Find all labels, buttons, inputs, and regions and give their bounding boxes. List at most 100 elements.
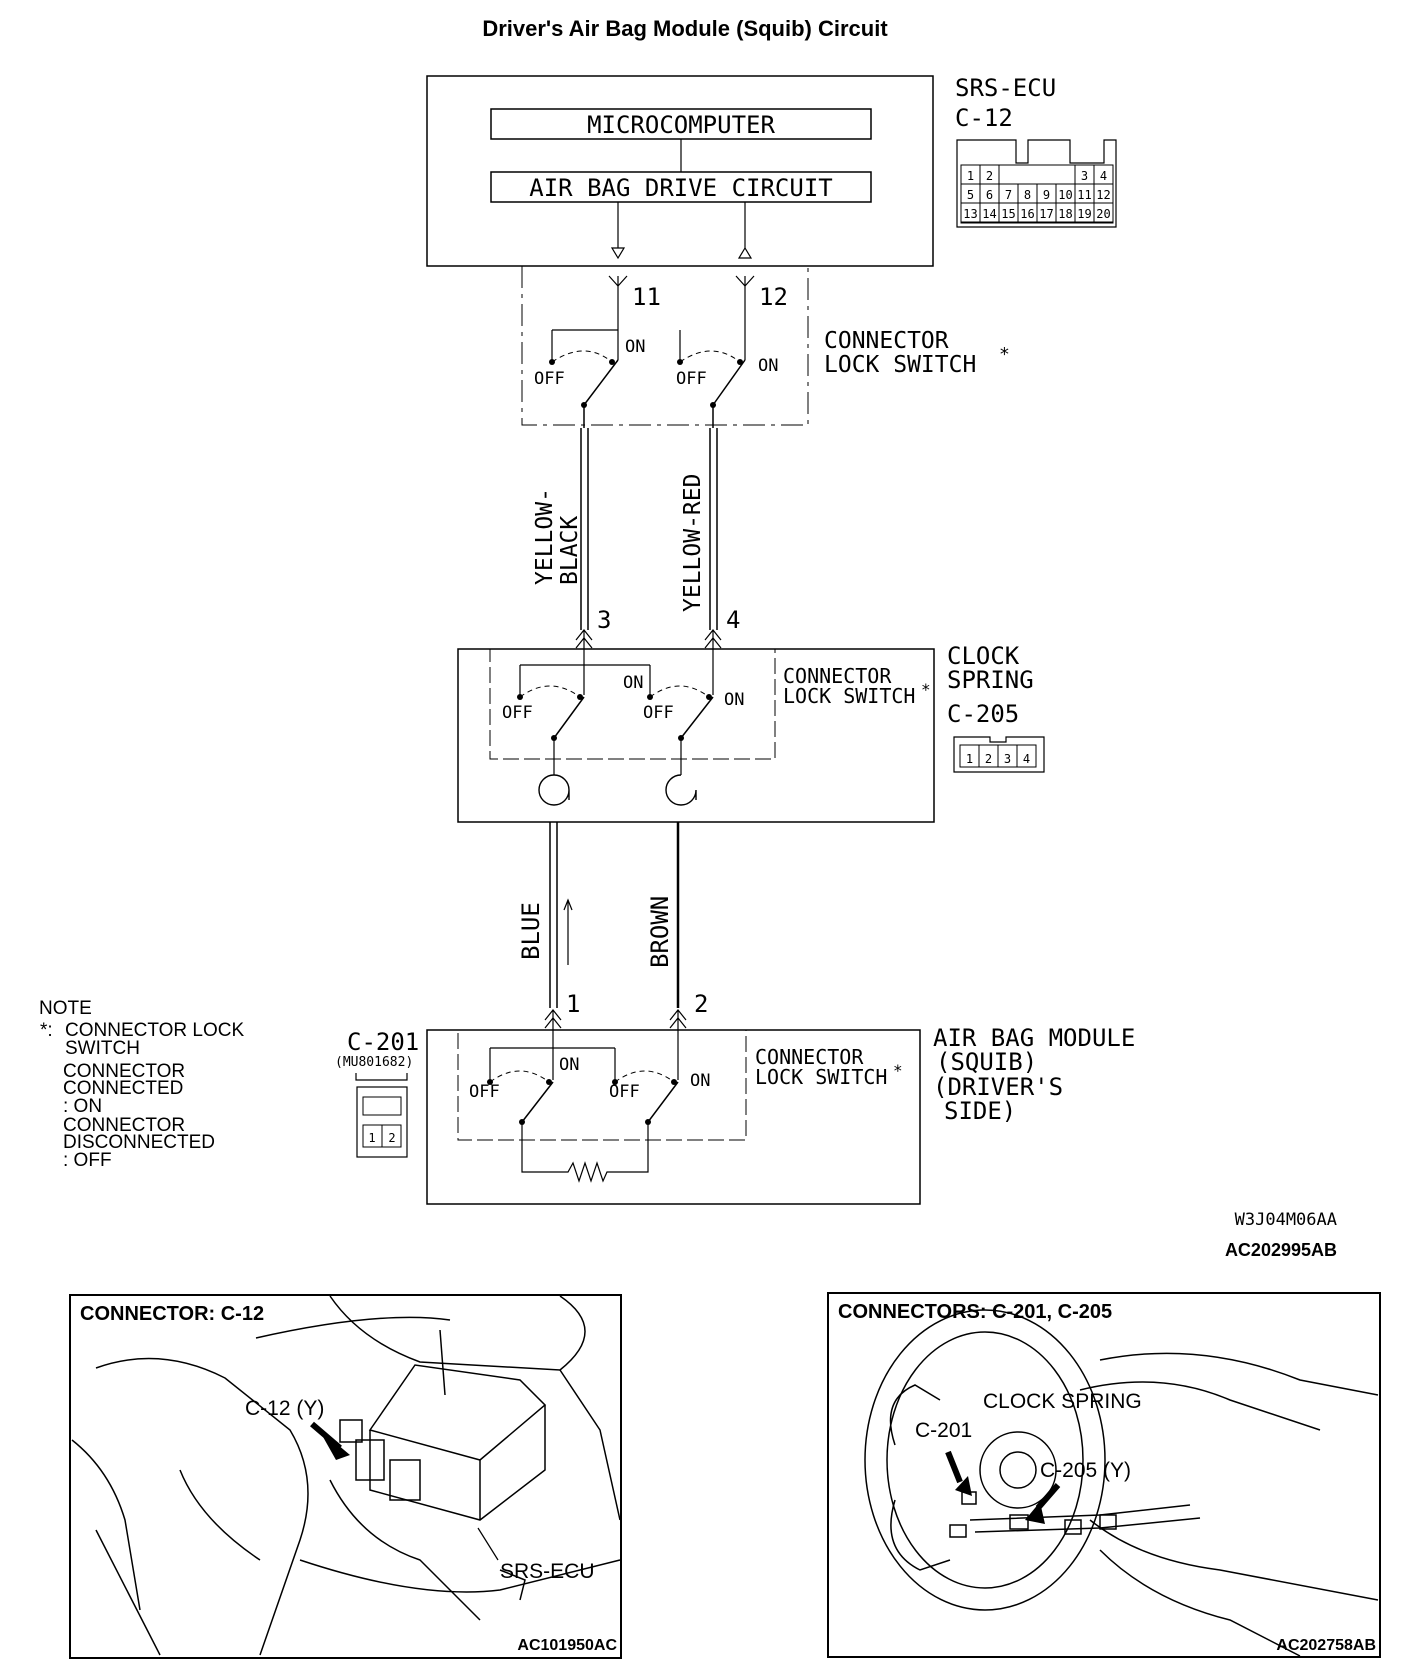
c201-part-number: (MU801682)	[335, 1055, 413, 1070]
panel-right-clock-label: CLOCK SPRING	[983, 1390, 1142, 1413]
c12-pin-10: 10	[1058, 188, 1072, 202]
ecu-lock-asterisk: *	[999, 344, 1010, 365]
note-line-2: SWITCH	[65, 1038, 140, 1059]
module-lock-label-2: LOCK SWITCH	[755, 1065, 887, 1089]
note-heading: NOTE	[39, 998, 92, 1019]
module-name-4: SIDE)	[944, 1097, 1016, 1125]
module-lock-label-1: CONNECTOR	[755, 1045, 864, 1069]
c205-pin-1: 1	[966, 752, 973, 766]
c12-pin-16: 16	[1020, 207, 1034, 221]
wire-yellow-red: YELLOW-RED	[680, 474, 706, 612]
note-line-1: CONNECTOR LOCK	[65, 1020, 244, 1041]
switch6-off: OFF	[609, 1082, 640, 1102]
clock-spring-dots	[517, 694, 712, 741]
c12-pin-11: 11	[1077, 188, 1091, 202]
clock-pin-3: 3	[597, 606, 611, 634]
c12-pin-1: 1	[967, 169, 974, 183]
ecu-lock-label-1: CONNECTOR	[824, 328, 949, 354]
panel-right-code: AC202758AB	[1276, 1637, 1376, 1654]
wires-lower	[549, 822, 680, 1008]
c12-pin-4: 4	[1100, 169, 1107, 183]
note-line-6: CONNECTOR	[63, 1115, 185, 1136]
c205-pin-4: 4	[1023, 752, 1030, 766]
clock-spring	[457, 629, 935, 823]
note-line-8: : OFF	[63, 1150, 112, 1171]
c12-pin-12: 12	[1096, 188, 1110, 202]
microcomputer-label: MICROCOMPUTER	[587, 111, 775, 139]
c12-pin-17: 17	[1039, 207, 1053, 221]
panel-right-c201-label: C-201	[915, 1419, 972, 1442]
air-bag-module	[426, 1009, 921, 1205]
diagram-code: W3J04M06AA	[1235, 1210, 1337, 1230]
c205-pin-2: 2	[985, 752, 992, 766]
wire-yellow-black-2: BLACK	[557, 516, 583, 585]
clock-pin-4: 4	[726, 606, 740, 634]
module-name-1: AIR BAG MODULE	[933, 1024, 1135, 1052]
clock-spring-name-1: CLOCK	[947, 642, 1020, 670]
module-pin-2: 2	[694, 990, 708, 1018]
note-line-3: CONNECTOR	[63, 1061, 185, 1082]
module-name-2: (SQUIB)	[936, 1048, 1037, 1076]
ecu-lock-switch	[521, 266, 809, 426]
c12-pin-20: 20	[1096, 207, 1110, 221]
connectors-c201-c205-panel	[827, 1292, 1381, 1658]
ecu-pin-12: 12	[759, 283, 788, 311]
module-pin-1: 1	[566, 990, 580, 1018]
clock-spring-connector-id: C-205	[947, 700, 1019, 728]
c12-pin-9: 9	[1043, 188, 1050, 202]
note-line-7: DISCONNECTED	[63, 1132, 215, 1153]
c12-pin-7: 7	[1005, 188, 1012, 202]
module-lock-asterisk: *	[893, 1061, 903, 1080]
switch4-on: ON	[724, 690, 744, 710]
c205-pin-3: 3	[1004, 752, 1011, 766]
c12-pin-20-cell	[1093, 202, 1114, 223]
ecu-lock-switch-dots	[549, 359, 743, 408]
switch3-off: OFF	[502, 703, 533, 723]
wire-yellow-black-1: YELLOW-	[532, 488, 558, 585]
note-line-4: CONNECTED	[63, 1078, 183, 1099]
c12-pin-8: 8	[1024, 188, 1031, 202]
switch5-off: OFF	[469, 1082, 500, 1102]
clock-lock-asterisk: *	[921, 680, 931, 699]
switch2-on: ON	[758, 356, 778, 376]
panel-right-title: CONNECTORS: C-201, C-205	[838, 1301, 1112, 1323]
c201-pinout	[355, 1073, 408, 1158]
panel-left-title: CONNECTOR: C-12	[80, 1303, 264, 1325]
c205-pin-4-cell	[1016, 744, 1037, 768]
note-line-5: : ON	[63, 1096, 102, 1117]
switch1-on: ON	[625, 337, 645, 357]
ecu-connector-id: C-12	[955, 104, 1013, 132]
panel-right-c205-label: C-205 (Y)	[1040, 1459, 1131, 1482]
wire-brown: BROWN	[646, 896, 674, 968]
c12-pin-2: 2	[986, 169, 993, 183]
note-mark: *:	[40, 1020, 53, 1041]
c12-pin-18: 18	[1058, 207, 1072, 221]
figure-code: AC202995AB	[1225, 1240, 1337, 1260]
c12-pin-6: 6	[986, 188, 993, 202]
clock-spring-name-2: SPRING	[947, 666, 1034, 694]
c12-pin-19: 19	[1077, 207, 1091, 221]
switch3-on: ON	[623, 673, 643, 693]
ecu-pin-11: 11	[632, 283, 661, 311]
c12-pin-15: 15	[1001, 207, 1015, 221]
c12-pin-13: 13	[963, 207, 977, 221]
module-dots	[487, 1079, 677, 1125]
diagram-title: Driver's Air Bag Module (Squib) Circuit	[482, 16, 888, 41]
ecu-lock-label-2: LOCK SWITCH	[824, 352, 976, 378]
c201-pin-1: 1	[368, 1131, 375, 1145]
panel-left-code: AC101950AC	[517, 1637, 617, 1654]
c201-pin-2: 2	[388, 1131, 395, 1145]
ecu-name: SRS-ECU	[955, 74, 1056, 102]
panel-left-ecu-label: SRS-ECU	[500, 1560, 595, 1583]
module-name-3: (DRIVER'S	[933, 1073, 1063, 1101]
wire-blue: BLUE	[517, 902, 545, 960]
switch4-off: OFF	[643, 703, 674, 723]
clock-lock-label-2: LOCK SWITCH	[783, 684, 915, 708]
c12-pin-14: 14	[982, 207, 996, 221]
srs-ecu	[426, 75, 934, 267]
panel-left-c12-label: C-12 (Y)	[245, 1397, 324, 1420]
connector-c12-panel	[69, 1294, 622, 1659]
